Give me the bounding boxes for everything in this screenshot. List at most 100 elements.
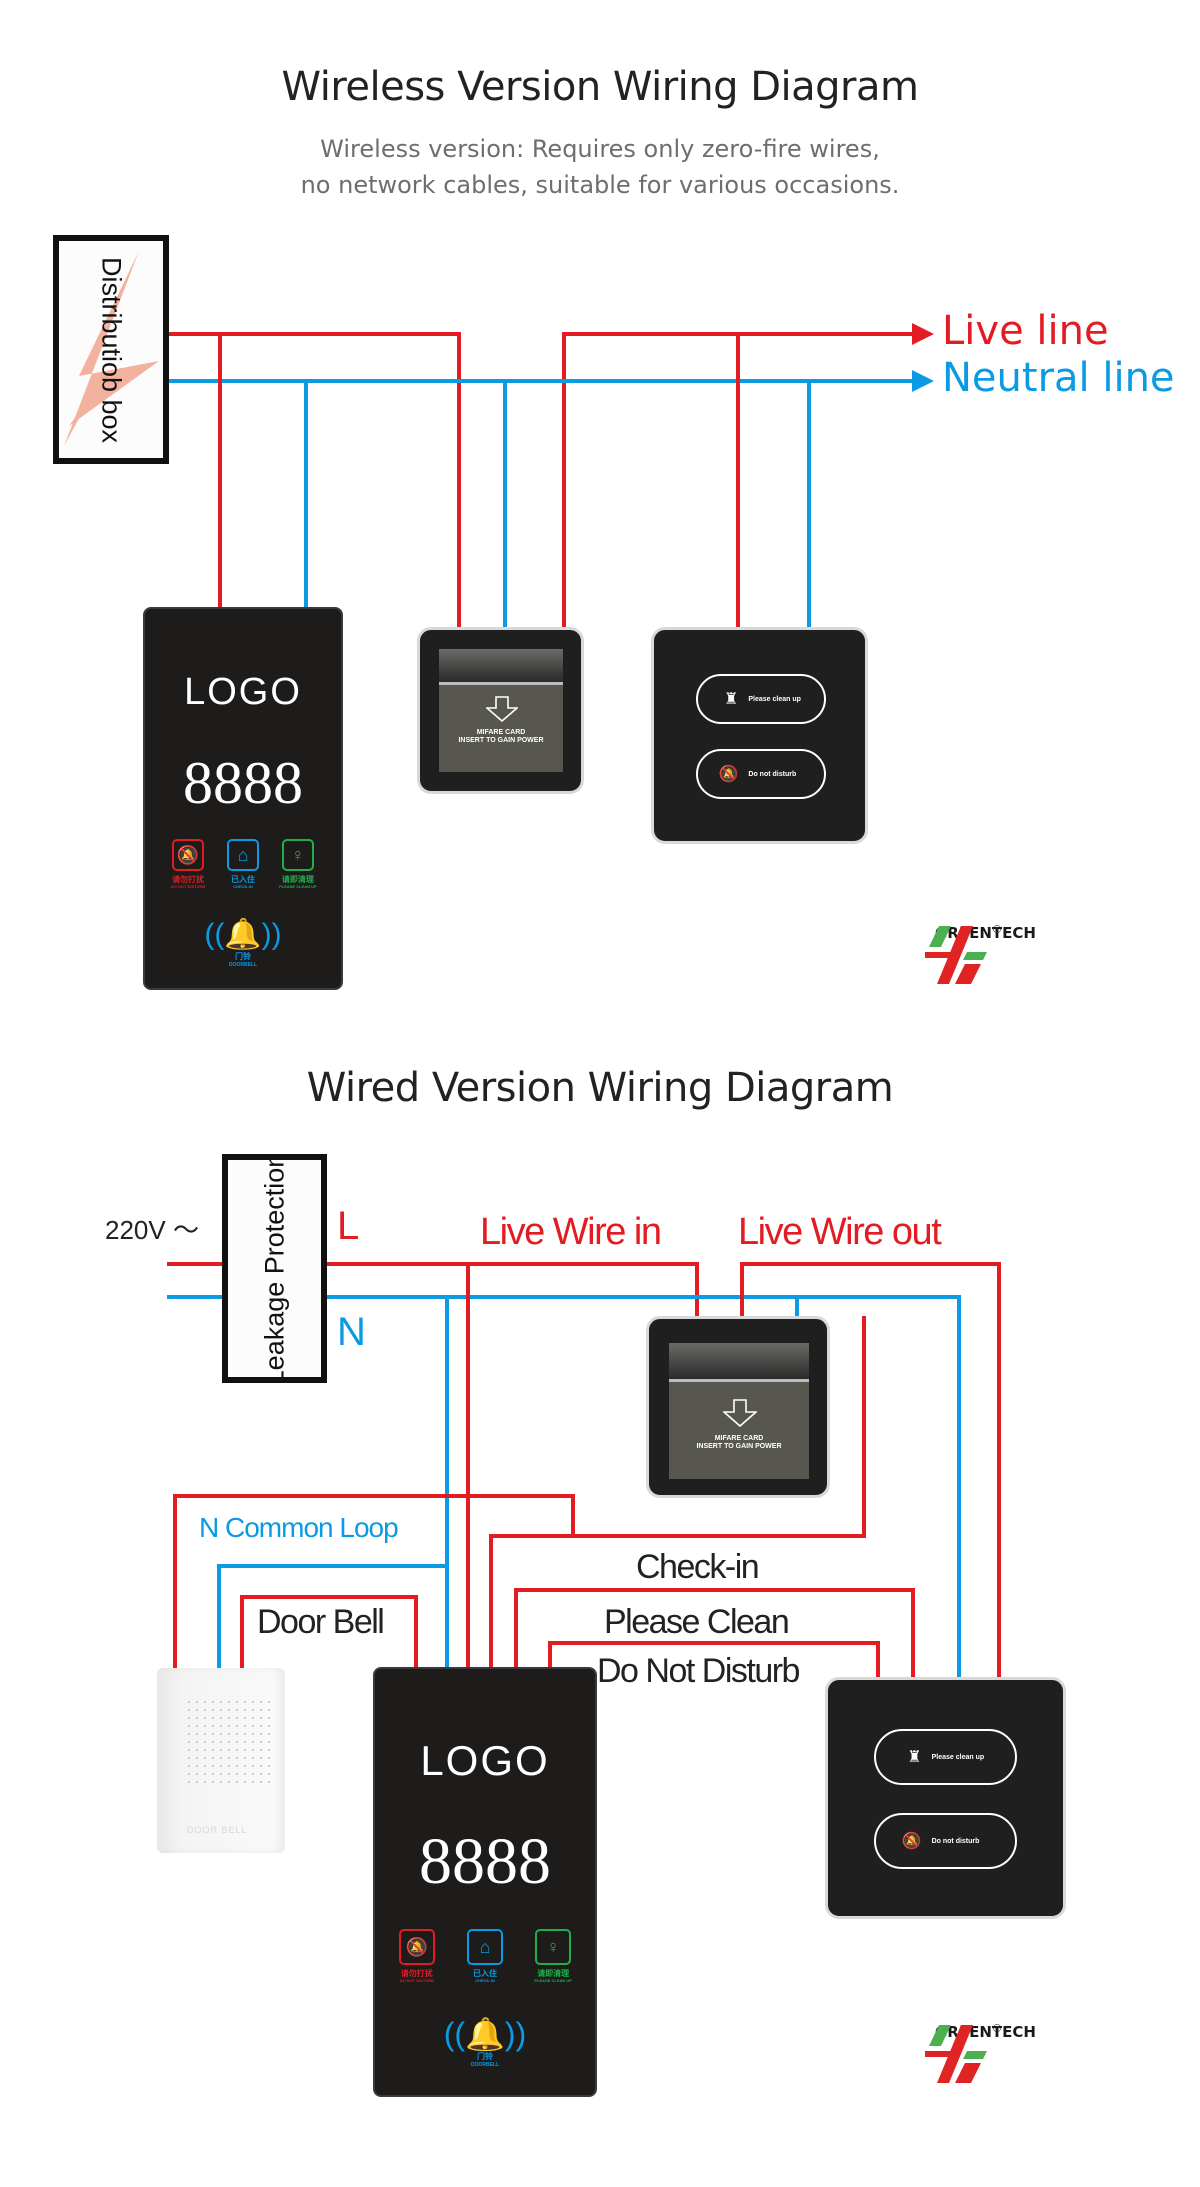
doorbell-label-cn: 门铃: [477, 2052, 493, 2061]
distribution-box-label: Distributiob box: [96, 256, 127, 443]
doorbell-device: DOOR BELL: [157, 1668, 285, 1853]
check-in-label: Check-in: [636, 1548, 760, 1586]
doorbell-live-loop: [173, 1494, 575, 1668]
room-number: 8888: [419, 1825, 551, 1898]
status-label-cn: 请勿打扰: [400, 1969, 433, 1978]
wireless-subtitle-line1: Wireless version: Requires only zero-fir…: [320, 135, 880, 163]
house-person-icon: ⌂: [467, 1929, 503, 1965]
brand-logo-1: GREENTECH ®: [925, 924, 1036, 984]
neutral-line-label: Neutral line: [942, 355, 1175, 401]
neutral-arrow-icon: [912, 370, 934, 392]
status-label-cn: 已入住: [231, 875, 255, 884]
house-person-icon: ⌂: [227, 839, 259, 871]
bell-icon: ((🔔)): [204, 918, 282, 951]
voltage-label: 220V ～: [105, 1215, 199, 1245]
do-not-disturb-button[interactable]: 🔕 Do not disturb: [696, 749, 826, 799]
speaker-grille: [185, 1698, 271, 1788]
wireless-subtitle-line2: no network cables, suitable for various …: [300, 171, 900, 199]
status-label-en: PLEASE CLEAN UP: [279, 884, 317, 889]
indoor-panel-wireless: ♜ Please clean up 🔕 Do not disturb: [651, 627, 868, 844]
status-label-cn: 请即清理: [281, 875, 314, 884]
wired-title: Wired Version Wiring Diagram: [306, 1065, 894, 1111]
please-clean-up-button[interactable]: ♜ Please clean up: [696, 674, 826, 724]
lightning-icon: [64, 251, 159, 446]
please-clean-up-label: Please clean up: [748, 695, 801, 703]
do-not-disturb-button[interactable]: 🔕 Do not disturb: [874, 1813, 1017, 1869]
registered-mark: ®: [993, 2023, 1002, 2035]
indoor-panel-wired: ♜ Please clean up 🔕 Do not disturb: [825, 1677, 1066, 1919]
door-bell-label: Door Bell: [257, 1603, 385, 1641]
door-bell-wire: [240, 1595, 418, 1668]
card-slot: MIFARE CARD INSERT TO GAIN POWER: [439, 649, 563, 772]
bell-slash-icon: 🔕: [398, 1929, 435, 1965]
live-wire-in: [168, 332, 461, 628]
card-switch-text: MIFARE CARD INSERT TO GAIN POWER: [439, 729, 563, 745]
live-line-label: Live line: [942, 308, 1109, 354]
N-label: N: [337, 1310, 366, 1354]
bell-slash-icon: 🔕: [901, 1833, 922, 1850]
status-label-cn: 请即清理: [537, 1969, 570, 1978]
n-common-loop: [217, 1564, 447, 1668]
doorplate-logo: LOGO: [420, 1737, 550, 1784]
live-wire-in-label: Live Wire in: [480, 1211, 662, 1253]
card-text-line1: MIFARE CARD: [476, 729, 526, 736]
bell-slash-icon: 🔕: [718, 766, 739, 783]
doorbell-label-cn: 门铃: [235, 952, 251, 961]
status-label-cn: 请勿打扰: [172, 875, 205, 884]
card-slot: MIFARE CARD INSERT TO GAIN POWER: [669, 1343, 809, 1479]
cleaner-icon: ♀: [281, 839, 314, 871]
live-out-wire: [740, 1262, 1001, 1678]
brand-logo-2: GREENTECH ®: [925, 2023, 1036, 2083]
registered-mark: ®: [993, 924, 1002, 936]
doorplate-logo: LOGO: [184, 671, 302, 713]
room-number: 8888: [183, 750, 303, 816]
live-arrow-icon: [912, 323, 934, 345]
L-label: L: [337, 1204, 360, 1248]
wireless-subtitle: Wireless version: Requires only zero-fir…: [0, 131, 1200, 203]
card-switch-wired: MIFARE CARD INSERT TO GAIN POWER: [646, 1316, 830, 1498]
status-label-en: DO NOT DISTURB: [399, 1978, 435, 1983]
do-not-disturb-label: Do not disturb: [931, 1837, 980, 1845]
please-clean-wire: [514, 1588, 915, 1678]
status-label-en: PLEASE CLEAN UP: [534, 1978, 572, 1983]
card-text-line2: INSERT TO GAIN POWER: [458, 737, 544, 744]
doorbell-button: ((🔔)) 门铃 DOORBELL: [145, 918, 341, 969]
doorbell-label-en: DOORBELL: [228, 962, 258, 968]
distribution-box: Distributiob box: [53, 235, 169, 464]
status-label-en: CHECK-IN: [233, 884, 253, 889]
card-text-line2: INSERT TO GAIN POWER: [696, 1443, 782, 1450]
broom-icon: ♜: [724, 691, 739, 708]
live-in-wire: [325, 1262, 699, 1316]
greentech-mark-icon: [925, 926, 987, 984]
status-label-en: CHECK-IN: [475, 1978, 495, 1983]
card-text-line1: MIFARE CARD: [714, 1435, 764, 1442]
status-label-en: DO NOT DISTURB: [170, 884, 206, 889]
cleaner-icon: ♀: [535, 1929, 572, 1965]
please-clean-up-button[interactable]: ♜ Please clean up: [874, 1729, 1017, 1785]
live-wire-out-label: Live Wire out: [738, 1211, 942, 1253]
do-not-disturb-wire: [548, 1641, 880, 1678]
greentech-mark-icon: [925, 2025, 987, 2083]
broom-icon: ♜: [907, 1749, 922, 1766]
live-wire-out: [562, 332, 912, 628]
leakage-protection-label: Leakage Protection: [259, 1154, 289, 1383]
doorbell-device-label: DOOR BELL: [187, 1825, 248, 1835]
doorbell-label-en: DOORBELL: [470, 2062, 500, 2068]
please-clean-up-label: Please clean up: [931, 1753, 985, 1761]
wireless-title: Wireless Version Wiring Diagram: [281, 64, 919, 110]
please-clean-label: Please Clean: [604, 1603, 790, 1641]
do-not-disturb-wire-label: Do Not Disturb: [597, 1652, 800, 1690]
card-switch-text: MIFARE CARD INSERT TO GAIN POWER: [669, 1435, 809, 1451]
card-switch-wireless: MIFARE CARD INSERT TO GAIN POWER: [417, 627, 584, 794]
neutral-main-wired: [325, 1295, 961, 1678]
do-not-disturb-label: Do not disturb: [748, 770, 797, 778]
bell-icon: ((🔔)): [443, 2016, 527, 2052]
doorbell-button: ((🔔)) 门铃 DOORBELL: [375, 2017, 595, 2068]
leakage-protection-box: Leakage Protection: [222, 1154, 327, 1383]
status-label-cn: 已入住: [473, 1969, 497, 1978]
